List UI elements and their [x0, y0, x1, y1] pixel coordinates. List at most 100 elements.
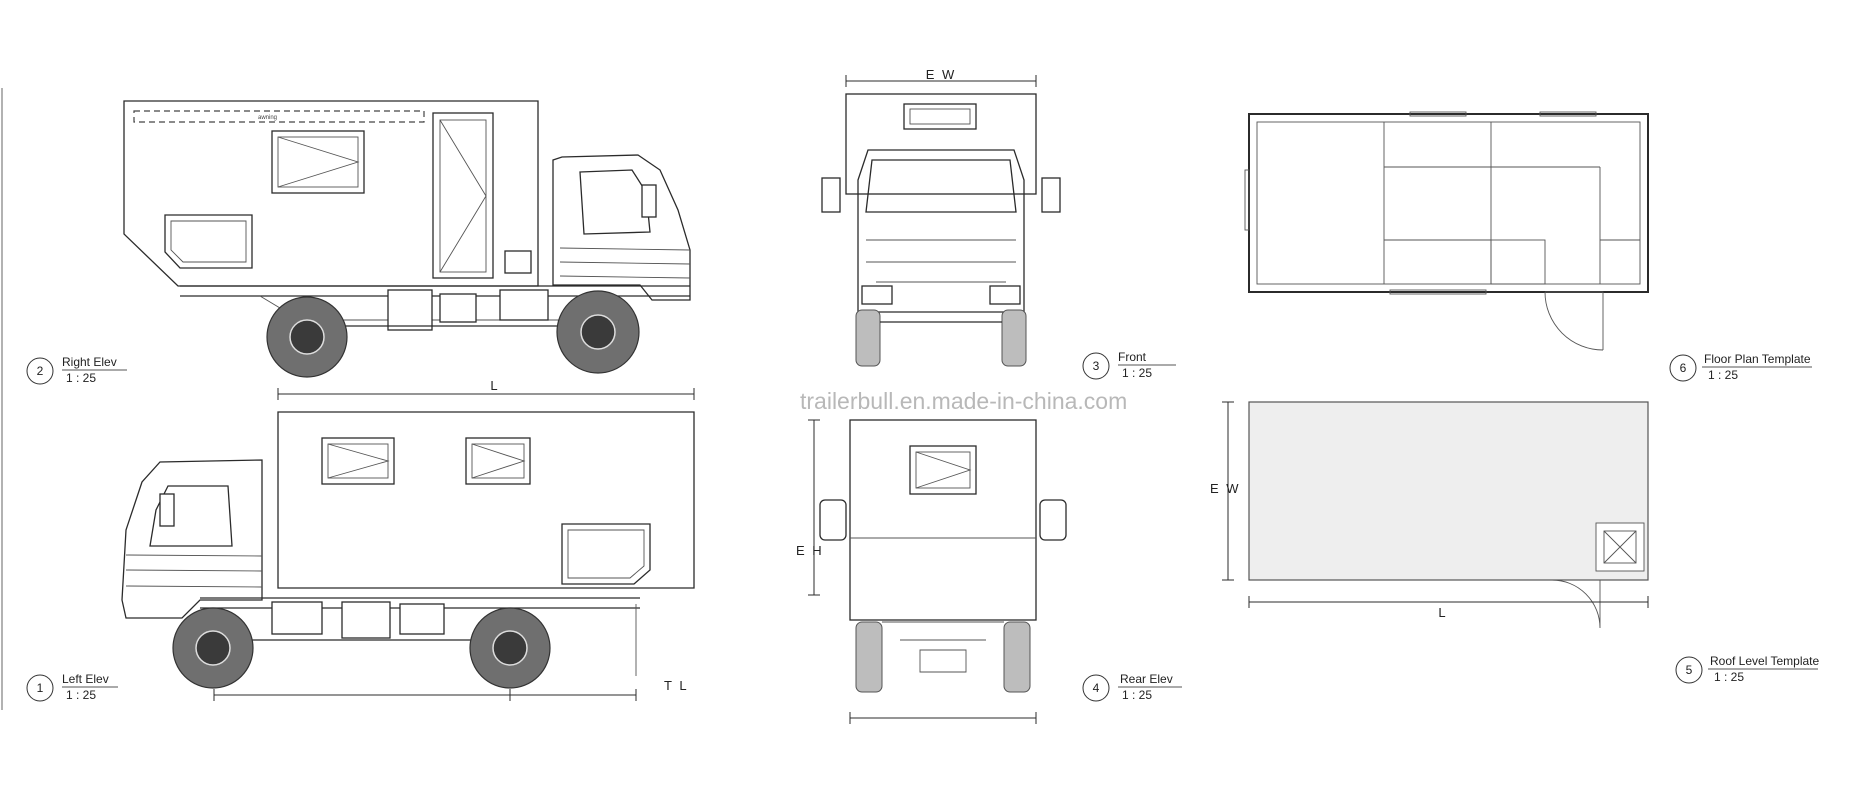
front-left-tire [855, 309, 881, 367]
rear-right-tire [1003, 621, 1031, 693]
dim-length-label: L [490, 378, 499, 393]
view-scale: 1 : 25 [66, 371, 96, 385]
label-floor-plan: 6 Floor Plan Template 1 : 25 [1669, 352, 1812, 382]
entry-door-inner [439, 119, 487, 273]
right-cab-trim-lines [559, 247, 691, 279]
view-number: 3 [1093, 359, 1100, 373]
view-title: Left Elev [62, 672, 109, 686]
rear-window [909, 445, 977, 495]
front-right-tire [1001, 309, 1027, 367]
entry-door-swing [439, 119, 487, 273]
dim-height-label: E H [796, 543, 824, 558]
entry-door [432, 112, 494, 279]
right-cab-window [579, 169, 651, 235]
left-cab [121, 459, 263, 619]
rear-left-tire [855, 621, 883, 693]
view-title: Roof Level Template [1710, 654, 1820, 668]
floor-window-bottom [1389, 289, 1487, 295]
front-roof-vent [903, 103, 977, 130]
view-number: 2 [37, 364, 44, 378]
rear-camper-box [849, 419, 1037, 621]
front-windshield [865, 159, 1017, 213]
rear-view: E H [796, 419, 1067, 724]
right-cab [552, 154, 691, 301]
view-title: Front [1118, 350, 1147, 364]
right-rear-rim [289, 319, 325, 355]
front-grille-lines [866, 239, 1016, 283]
left-window-2 [465, 437, 531, 485]
left-window-2-inner [471, 443, 525, 479]
left-front-rim [195, 630, 231, 666]
view-number-circle [1082, 674, 1110, 702]
rear-right-mirror [1039, 499, 1067, 541]
awning-outline [133, 110, 425, 123]
watermark: trailerbull.en.made-in-china.com [800, 388, 1127, 414]
view-title: Floor Plan Template [1704, 352, 1811, 366]
front-right-headlight [989, 285, 1021, 305]
label-left-elev: 1 Left Elev 1 : 25 [26, 672, 118, 702]
dim-width-label: E W [926, 67, 957, 82]
roof-outline [1248, 401, 1649, 581]
left-rear-rim [492, 630, 528, 666]
dim-roof-length-label: L [1438, 605, 1447, 620]
floor-window-top-1 [1409, 111, 1467, 117]
left-storage-hatch-inner [567, 529, 645, 579]
floor-door-swing [1544, 291, 1604, 351]
view-number-circle [26, 674, 54, 702]
view-scale: 1 : 25 [66, 688, 96, 702]
front-roof-vent-inner [909, 108, 971, 125]
left-camper-body [277, 411, 695, 589]
label-roof-level: 5 Roof Level Template 1 : 25 [1675, 654, 1820, 684]
rear-window-inner [915, 451, 971, 489]
front-left-mirror [821, 177, 841, 213]
front-camper-box [845, 93, 1037, 195]
right-window [271, 130, 365, 194]
label-rear-elev: 4 Rear Elev 1 : 25 [1082, 672, 1182, 702]
left-window-1-swing [327, 443, 390, 479]
view-scale: 1 : 25 [1122, 366, 1152, 380]
dim-roof-width-label: E W [1210, 481, 1241, 496]
label-right-elev: 2 Right Elev 1 : 25 [26, 355, 127, 385]
floor-plan-view [1244, 111, 1649, 351]
left-window-2-swing [471, 443, 526, 479]
view-number: 5 [1686, 663, 1693, 677]
right-elevation-view: awning [123, 100, 691, 378]
right-window-inner [277, 136, 359, 188]
right-tank-2 [499, 289, 549, 321]
rear-left-mirror [819, 499, 847, 541]
view-number-circle [1669, 354, 1697, 382]
left-water-tank [399, 603, 445, 635]
left-window-1 [321, 437, 395, 485]
right-front-rim [580, 314, 616, 350]
right-storage-hatch [164, 214, 253, 269]
floor-outer-wall [1248, 113, 1649, 293]
view-scale: 1 : 25 [1714, 670, 1744, 684]
left-storage-hatch [561, 523, 651, 585]
right-window-swing [277, 136, 360, 188]
floor-window-top-2 [1539, 111, 1597, 117]
dim-tail-length-label: T L [664, 678, 689, 693]
view-number-circle [1082, 352, 1110, 380]
left-mirror [159, 493, 175, 527]
roof-level-view: E W L [1210, 401, 1649, 629]
roof-door-swing [1551, 579, 1601, 629]
front-right-mirror [1041, 177, 1061, 213]
roof-hatch [1603, 530, 1637, 564]
view-number: 1 [37, 681, 44, 695]
view-title: Right Elev [62, 355, 117, 369]
front-view: E W [821, 67, 1061, 367]
left-battery-box [271, 601, 323, 635]
left-fuel-tank [341, 601, 391, 639]
rear-window-swing [915, 451, 972, 489]
view-number-circle [1675, 656, 1703, 684]
left-window-1-inner [327, 443, 389, 479]
right-storage-hatch-inner [170, 220, 247, 263]
floor-inner-wall [1256, 121, 1641, 285]
view-scale: 1 : 25 [1708, 368, 1738, 382]
right-mirror [641, 184, 657, 218]
view-number: 4 [1093, 681, 1100, 695]
right-fuel-tank [387, 289, 433, 331]
view-number-circle [26, 357, 54, 385]
left-elevation-view: L T L [121, 378, 695, 701]
